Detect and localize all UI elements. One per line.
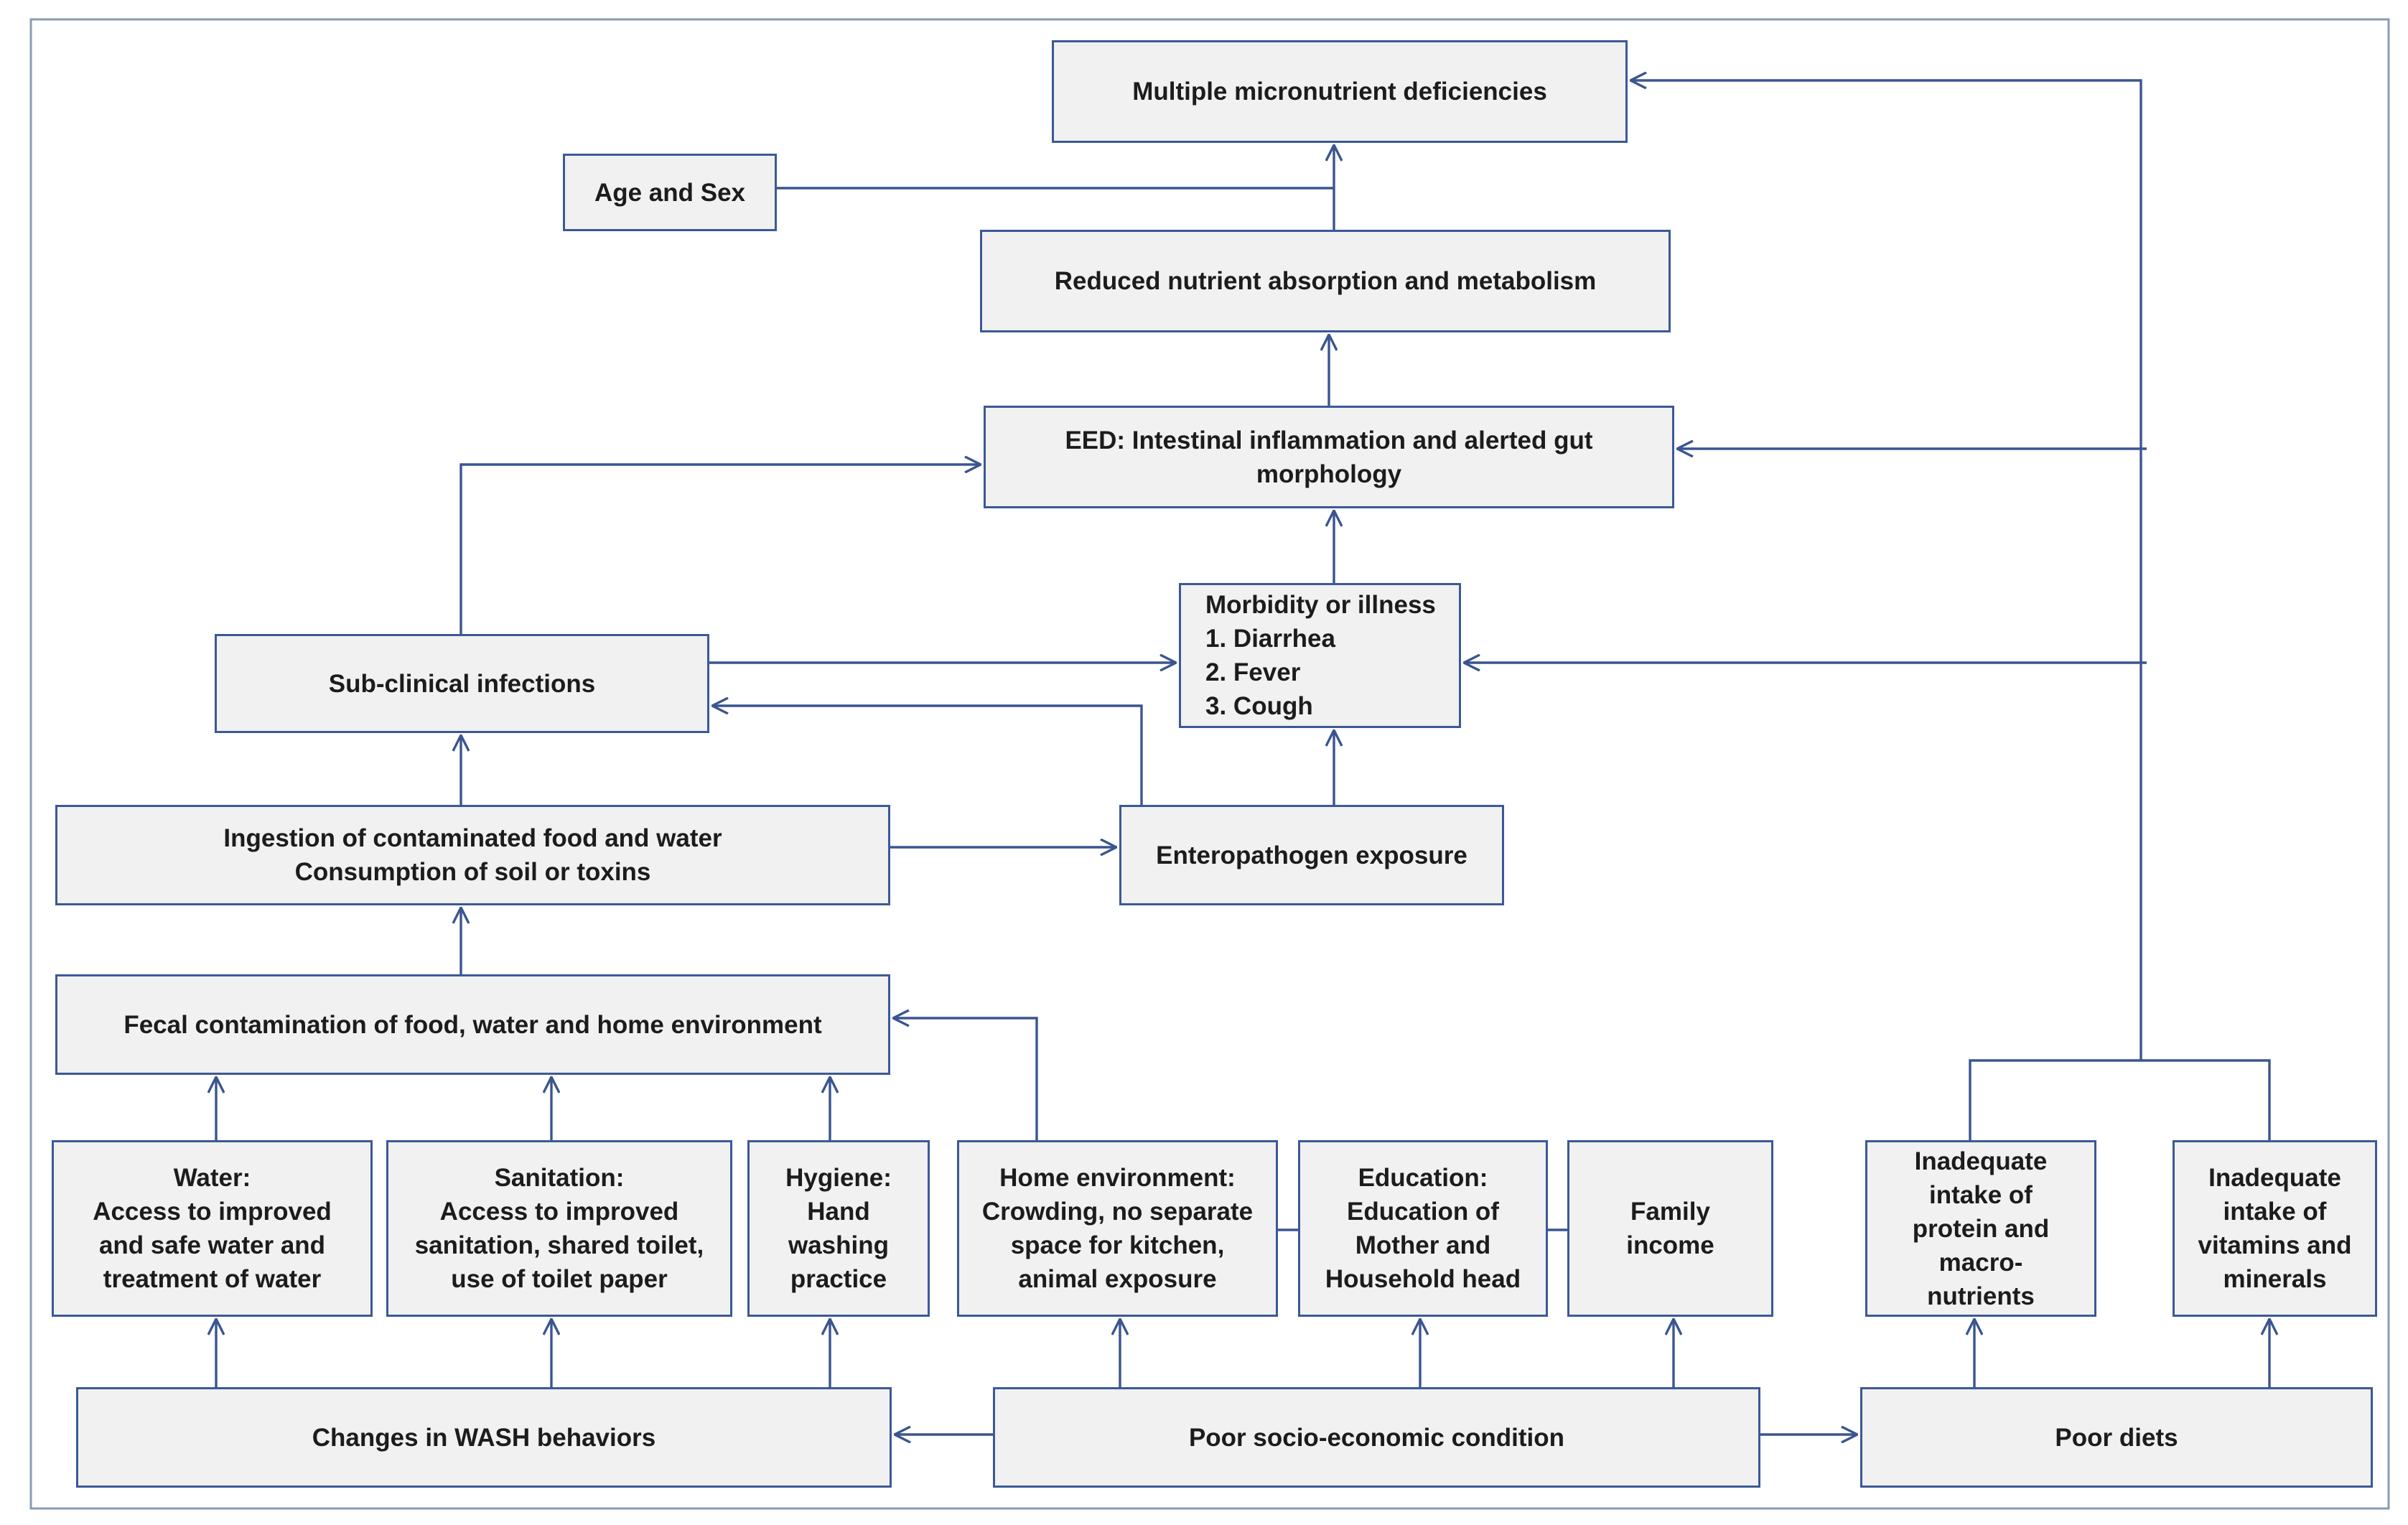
node-wash-behaviors: Changes in WASH behaviors <box>76 1387 892 1488</box>
node-fecal-contamination: Fecal contamination of food, water and h… <box>55 974 890 1075</box>
node-socio-economic: Poor socio-economic condition <box>993 1387 1760 1488</box>
node-hygiene: Hygiene: Hand washing practice <box>747 1140 930 1317</box>
node-enteropathogen-exposure: Enteropathogen exposure <box>1119 805 1504 905</box>
node-poor-diets: Poor diets <box>1860 1387 2373 1488</box>
node-micronutrient-deficiencies: Multiple micronutrient deficiencies <box>1052 40 1628 143</box>
node-sanitation: Sanitation: Access to improved sanitatio… <box>386 1140 732 1317</box>
node-reduced-absorption: Reduced nutrient absorption and metaboli… <box>980 230 1671 332</box>
node-inadequate-vitamins: Inadequate intake of vitamins and minera… <box>2173 1140 2377 1317</box>
node-water: Water: Access to improved and safe water… <box>52 1140 373 1317</box>
node-age-and-sex: Age and Sex <box>563 154 777 231</box>
figure-frame <box>29 18 2390 1510</box>
node-subclinical-infections: Sub-clinical infections <box>215 634 709 733</box>
node-family-income: Family income <box>1567 1140 1773 1317</box>
node-eed: EED: Intestinal inflammation and alerted… <box>984 406 1674 508</box>
node-inadequate-protein: Inadequate intake of protein and macro- … <box>1865 1140 2096 1317</box>
edge-right-trunk-to-micronutrient <box>1630 80 2142 1060</box>
edge-enteropathogen-to-subclinical <box>712 706 1143 805</box>
edge-home-to-fecal <box>893 1018 1038 1140</box>
node-education: Education: Education of Mother and House… <box>1298 1140 1548 1317</box>
edge-protein-vitamins-bracket <box>1969 1059 2271 1140</box>
node-home-environment: Home environment: Crowding, no separate … <box>957 1140 1278 1317</box>
edge-subclinical-to-eed <box>459 465 981 634</box>
node-morbidity: Morbidity or illness 1. Diarrhea 2. Feve… <box>1179 583 1461 728</box>
node-ingestion: Ingestion of contaminated food and water… <box>55 805 890 905</box>
